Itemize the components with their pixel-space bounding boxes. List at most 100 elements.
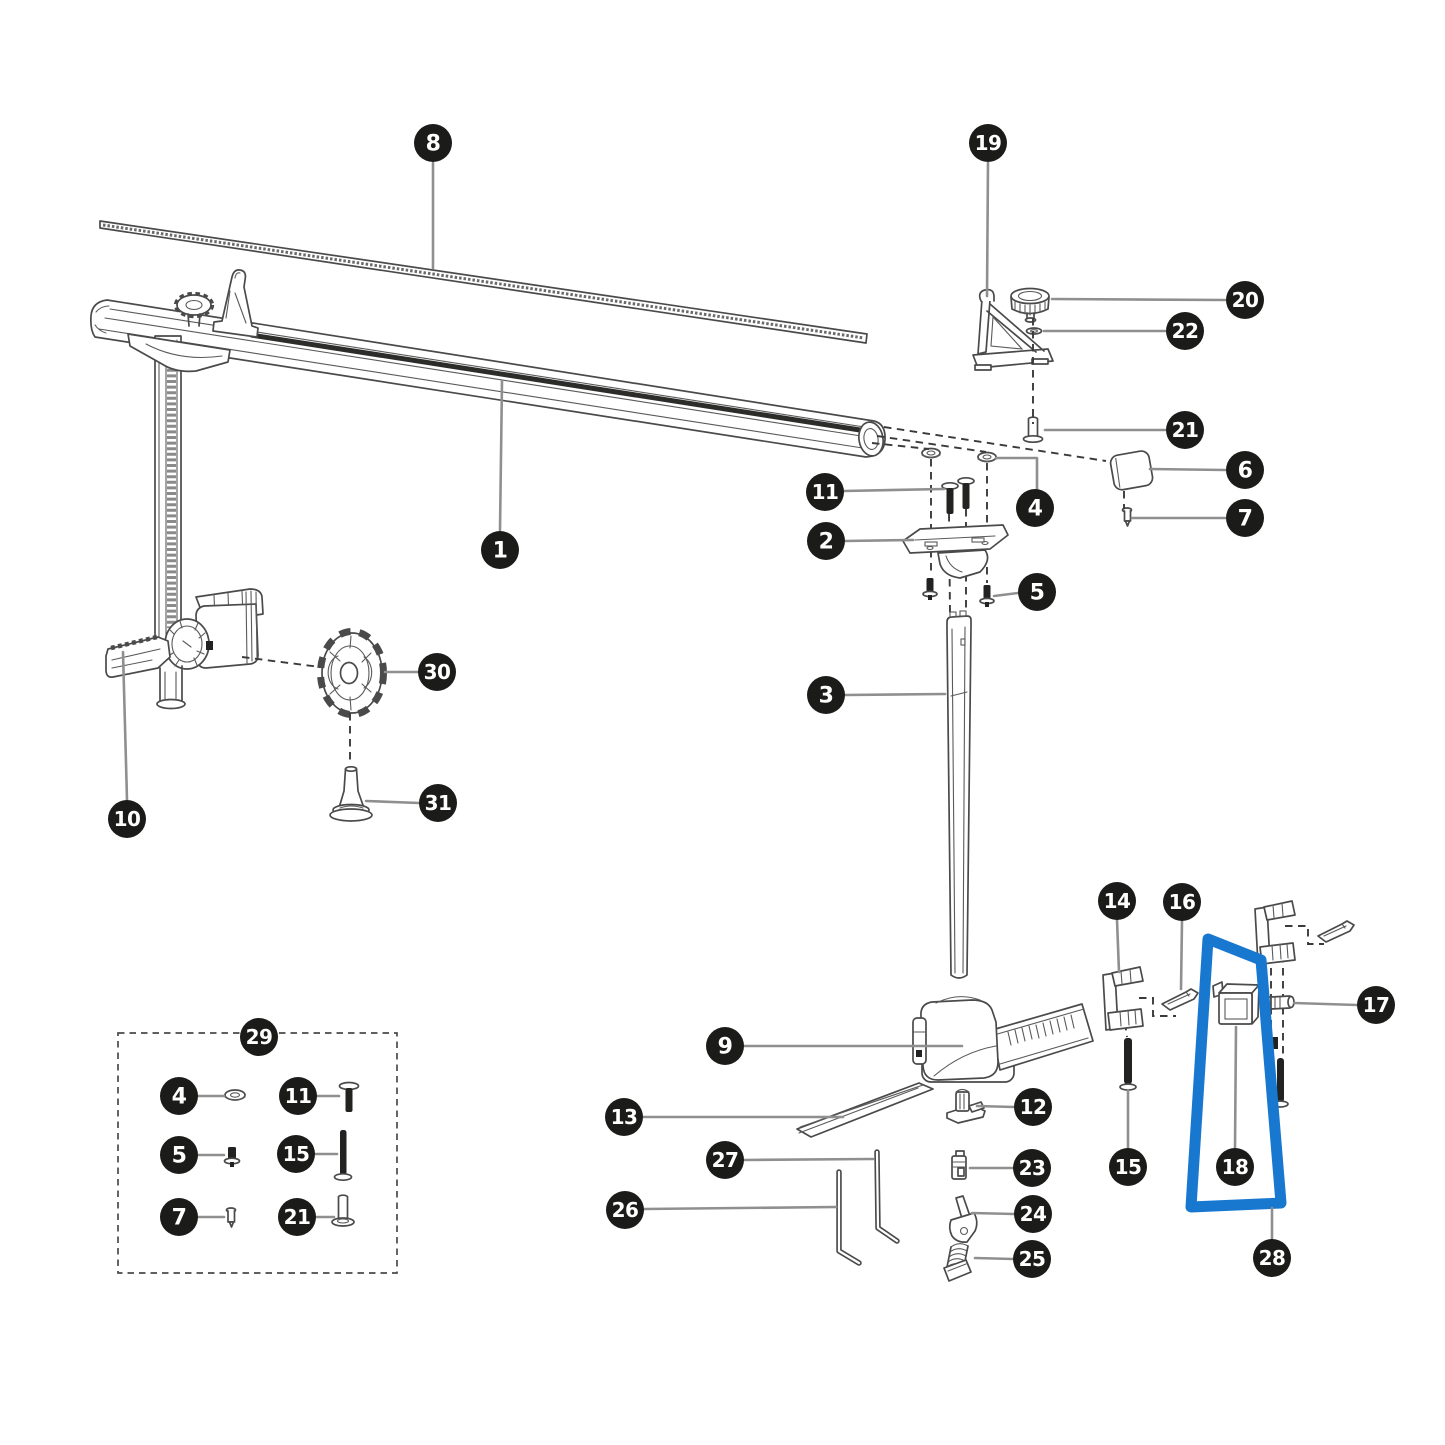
callout-number-26: 26 — [612, 1198, 639, 1222]
leader-line-10 — [121, 650, 129, 802]
part-4-nuts — [921, 447, 997, 463]
dashed-assembly-line — [883, 426, 1107, 462]
callout-29: 29 — [240, 1018, 278, 1056]
callout-12: 12 — [1014, 1088, 1052, 1126]
callout-6: 6 — [1226, 451, 1264, 489]
callout-17: 17 — [1357, 986, 1395, 1024]
callout-circle-16 — [1163, 883, 1201, 921]
kit-part-4-nut — [224, 1089, 246, 1101]
dashed-assembly-line — [241, 656, 321, 668]
dashed-assembly-line — [1139, 997, 1176, 1017]
callout-number-25: 25 — [1019, 1247, 1046, 1271]
leader-line-19 — [985, 161, 990, 298]
part-18-cover — [1212, 981, 1260, 1025]
leader-line-11 — [842, 487, 946, 493]
callout-circle-11 — [806, 473, 844, 511]
callout-number-18: 18 — [1222, 1155, 1249, 1179]
callout-circle-1 — [481, 531, 519, 569]
callout-13: 13 — [605, 1098, 643, 1136]
leader-line-26 — [642, 1205, 838, 1211]
callout-circle-29 — [240, 1018, 278, 1056]
part-10-mast-and-gear-unit — [105, 333, 264, 710]
callout-circle-15 — [1109, 1148, 1147, 1186]
callout-circle-24 — [1014, 1195, 1052, 1233]
part-16-wedge-right — [1317, 920, 1355, 943]
part-13-blade — [796, 1082, 934, 1138]
part-19-support-bracket — [972, 288, 1054, 371]
callout-number-5: 5 — [1030, 581, 1045, 606]
kit-part-7-screw — [225, 1207, 237, 1228]
callout-18: 18 — [1216, 1148, 1254, 1186]
callout-number-15-kit: 15 — [283, 1142, 310, 1166]
leader-line-4 — [994, 456, 1039, 491]
part-22-washer — [1025, 327, 1043, 335]
callout-number-10: 10 — [114, 807, 141, 831]
selected-part-highlight-box — [1185, 933, 1287, 1213]
leader-line-27 — [742, 1157, 875, 1162]
callout-7: 7 — [1226, 499, 1264, 537]
dashed-assembly-line — [1285, 925, 1324, 945]
callout-circle-7 — [1226, 499, 1264, 537]
callout-circle-21 — [1166, 411, 1204, 449]
callout-7-kit: 7 — [160, 1198, 198, 1236]
callout-number-29: 29 — [246, 1025, 273, 1049]
callout-28: 28 — [1253, 1239, 1291, 1277]
callout-3: 3 — [807, 676, 845, 714]
callout-circle-26 — [606, 1191, 644, 1229]
leader-line-17 — [1292, 1001, 1359, 1007]
callout-number-4-kit: 4 — [172, 1085, 187, 1110]
part-5-screws — [922, 578, 995, 607]
callout-number-15: 15 — [1115, 1155, 1142, 1179]
part-16-wedge — [1161, 988, 1199, 1011]
leader-line-1 — [498, 379, 504, 532]
part-31-crank-cone — [329, 765, 373, 822]
callout-number-7: 7 — [1238, 507, 1253, 532]
leader-line-12 — [975, 1104, 1016, 1109]
callout-15: 15 — [1109, 1148, 1147, 1186]
part-24-key — [948, 1195, 978, 1243]
callout-circle-12 — [1014, 1088, 1052, 1126]
rail-hook-bracket — [212, 269, 259, 338]
callout-circle-6 — [1226, 451, 1264, 489]
callout-15-kit: 15 — [277, 1135, 315, 1173]
leader-line-31 — [364, 799, 421, 805]
kit-part-21-screw — [331, 1194, 355, 1227]
part-2-mounting-plate — [902, 524, 1009, 579]
callout-22: 22 — [1166, 312, 1204, 350]
callout-circle-5 — [1018, 573, 1056, 611]
leader-line-5 — [992, 591, 1020, 598]
callout-number-13: 13 — [611, 1105, 638, 1129]
callout-number-8: 8 — [426, 132, 441, 157]
callout-25: 25 — [1013, 1240, 1051, 1278]
callout-number-3: 3 — [819, 684, 834, 709]
callout-24: 24 — [1014, 1195, 1052, 1233]
part-12-clip — [946, 1088, 986, 1124]
callout-circle-31 — [419, 784, 457, 822]
callout-31: 31 — [419, 784, 457, 822]
callout-circle-11-kit — [279, 1077, 317, 1115]
assembly-axis-lines-front — [241, 318, 1324, 1017]
callout-21-kit: 21 — [278, 1198, 316, 1236]
leader-line-2 — [843, 538, 915, 543]
callout-circle-4 — [1016, 489, 1054, 527]
part-1-main-rail — [89, 269, 886, 458]
callout-5-kit: 5 — [160, 1136, 198, 1174]
callout-circle-9 — [706, 1027, 744, 1065]
leader-line-14 — [1115, 918, 1121, 974]
part-21-screw — [1022, 416, 1044, 444]
callout-30: 30 — [418, 653, 456, 691]
leader-line-6 — [1148, 467, 1227, 472]
dashed-assembly-line — [871, 442, 930, 450]
part-6-end-cap — [1109, 450, 1154, 491]
leader-line-20 — [1050, 297, 1227, 302]
callout-11: 11 — [806, 473, 844, 511]
kit-box-29 — [117, 1032, 398, 1274]
callout-11-kit: 11 — [279, 1077, 317, 1115]
callout-circle-5-kit — [160, 1136, 198, 1174]
part-20-knob — [1010, 287, 1050, 323]
part-30-tension-knob — [317, 628, 387, 718]
callout-2: 2 — [807, 522, 845, 560]
callout-number-9: 9 — [718, 1035, 733, 1060]
